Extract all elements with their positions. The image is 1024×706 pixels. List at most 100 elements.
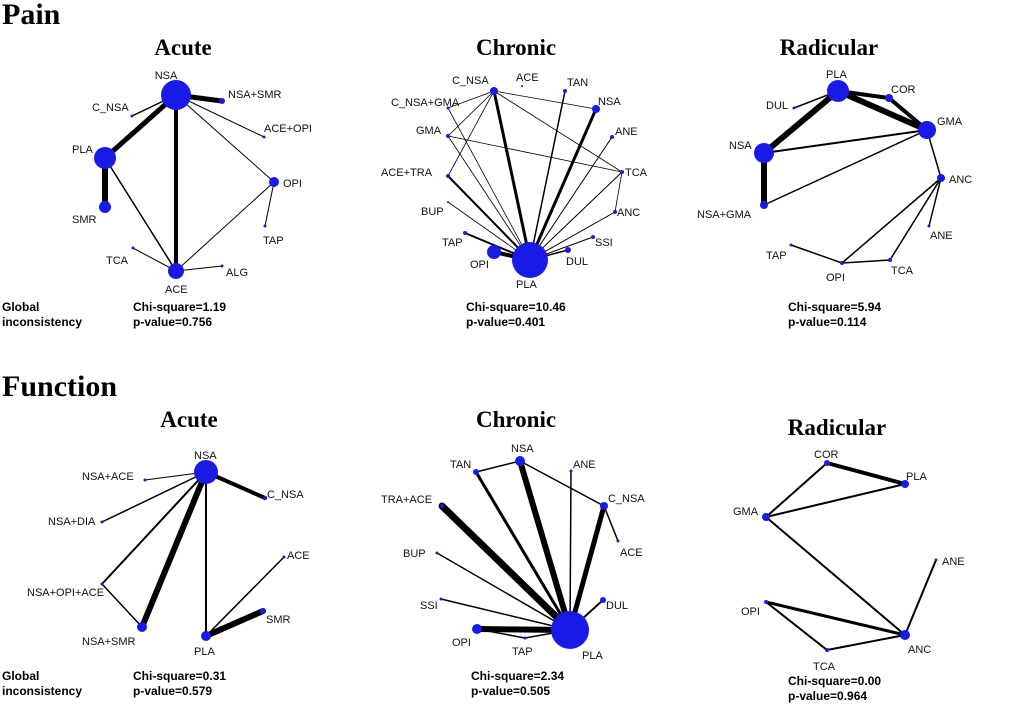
edge-pla-ace — [205, 556, 285, 637]
node-label-cor: COR — [814, 449, 839, 461]
edge-bup-pla — [436, 552, 571, 631]
edge-gma-tca — [447, 135, 623, 173]
panel-title: Radicular — [780, 35, 878, 60]
node-label-nsa-plus-ace: NSA+ACE — [82, 471, 134, 483]
node-tap — [463, 231, 467, 235]
node-label-bup: BUP — [421, 206, 444, 218]
node-label-alg: ALG — [226, 267, 248, 279]
edge-nsa-pla — [528, 107, 598, 262]
global-label-line2-pain: inconsistency — [2, 315, 82, 329]
edges — [102, 92, 275, 273]
edges — [761, 88, 942, 264]
edge-ssi-pla — [440, 598, 571, 631]
edge-anc-tca — [889, 177, 942, 261]
node-gma — [918, 121, 936, 139]
node-opi — [472, 624, 482, 634]
node-opi — [764, 600, 768, 604]
node-label-ace: ACE — [620, 547, 643, 559]
edge-pla-smr — [203, 608, 266, 639]
node-tap — [789, 243, 793, 247]
node-label-tan: TAN — [567, 77, 588, 89]
node-nsa-plus-smr — [219, 98, 225, 104]
node-label-tan: TAN — [450, 459, 471, 471]
edges — [101, 469, 285, 639]
node-nsa — [515, 456, 525, 466]
node-label-nsa-plus-smr: NSA+SMR — [228, 89, 282, 101]
node-label-tca: TCA — [813, 661, 836, 673]
node-label-pla: PLA — [826, 69, 847, 81]
node-ane — [934, 558, 938, 562]
node-label-c-nsa-plus-gma: C_NSA+GMA — [391, 97, 460, 109]
edge-anc-ane — [928, 177, 942, 227]
edge-nsa-c-nsa — [519, 460, 605, 507]
edge-opi-tap — [264, 181, 275, 227]
node-label-nsa: NSA — [511, 443, 534, 455]
node-c-nsa — [130, 114, 134, 118]
p-value: p-value=0.505 — [471, 684, 550, 698]
node-label-nsa-plus-gma: NSA+GMA — [697, 209, 752, 221]
edge-nsa-opi — [175, 94, 275, 183]
edge-c-nsa-ace-plus-tra — [447, 90, 495, 177]
edge-c-nsa-ace — [603, 505, 619, 542]
edge-nsa-nsa-plus-opi-plus-ace — [101, 471, 207, 585]
p-value: p-value=0.114 — [788, 315, 867, 329]
node-smr — [260, 608, 266, 614]
node-pla — [201, 631, 211, 641]
node-pla — [901, 480, 909, 488]
node-label-c-nsa: C_NSA — [92, 102, 129, 114]
edge-c-nsa-pla — [567, 503, 607, 633]
network-panel-4: AcuteNSANSA+ACEC_NSANSA+DIAACENSA+OPI+AC… — [27, 407, 310, 698]
node-anc — [937, 174, 945, 182]
edge-c-nsa-c-nsa-plus-gma — [447, 90, 495, 109]
global-label-line2-function: inconsistency — [2, 684, 82, 698]
edge-c-nsa-plus-gma-pla — [447, 107, 531, 261]
edge-tca-anc — [614, 171, 623, 213]
panel-title: Chronic — [476, 407, 556, 432]
node-ssi — [591, 235, 595, 239]
panel-title: Acute — [160, 407, 217, 432]
node-label-ace-plus-tra: ACE+TRA — [381, 167, 433, 179]
edge-tca-anc — [826, 634, 906, 651]
edge-gma-anc — [765, 516, 906, 636]
node-label-nsa: NSA — [598, 96, 621, 108]
node-anc — [613, 210, 617, 214]
network-panel-1: AcuteNSANSA+SMRC_NSAACE+OPIPLAOPISMRTAPT… — [72, 35, 312, 329]
node-ane — [610, 135, 614, 139]
edge-tca-ace — [132, 247, 177, 272]
node-tan — [473, 469, 479, 475]
node-label-ane: ANE — [615, 126, 638, 138]
edge-nsa-ace-plus-opi — [175, 94, 265, 138]
node-ace — [168, 263, 184, 279]
node-label-c-nsa: C_NSA — [452, 75, 489, 87]
node-tan — [563, 89, 567, 93]
edge-gma-pla — [447, 135, 531, 261]
node-nsa — [161, 80, 191, 110]
edge-c-nsa-pla — [492, 89, 532, 262]
node-label-opi: OPI — [452, 637, 471, 649]
edges — [436, 458, 619, 639]
node-opi — [840, 261, 844, 265]
node-opi — [487, 245, 501, 259]
node-c-nsa — [263, 496, 267, 500]
edges — [447, 89, 623, 262]
node-ace — [521, 85, 523, 87]
node-label-opi: OPI — [470, 259, 489, 271]
chi-square-value: Chi-square=0.00 — [788, 674, 881, 688]
p-value: p-value=0.756 — [133, 315, 212, 329]
node-label-gma: GMA — [733, 506, 759, 518]
node-ace — [616, 539, 620, 543]
panel-title: Radicular — [788, 415, 886, 440]
edge-c-nsa-gma — [447, 90, 495, 137]
edge-pla-gma — [835, 88, 930, 133]
edge-tra-plus-ace-pla — [438, 502, 574, 634]
edge-opi-tca — [841, 259, 891, 264]
edge-opi-tca — [765, 601, 828, 651]
node-pla — [512, 242, 548, 278]
node-ace-plus-tra — [446, 174, 450, 178]
node-ane — [927, 224, 931, 228]
node-label-ane: ANE — [573, 459, 596, 471]
node-label-gma: GMA — [937, 116, 963, 128]
